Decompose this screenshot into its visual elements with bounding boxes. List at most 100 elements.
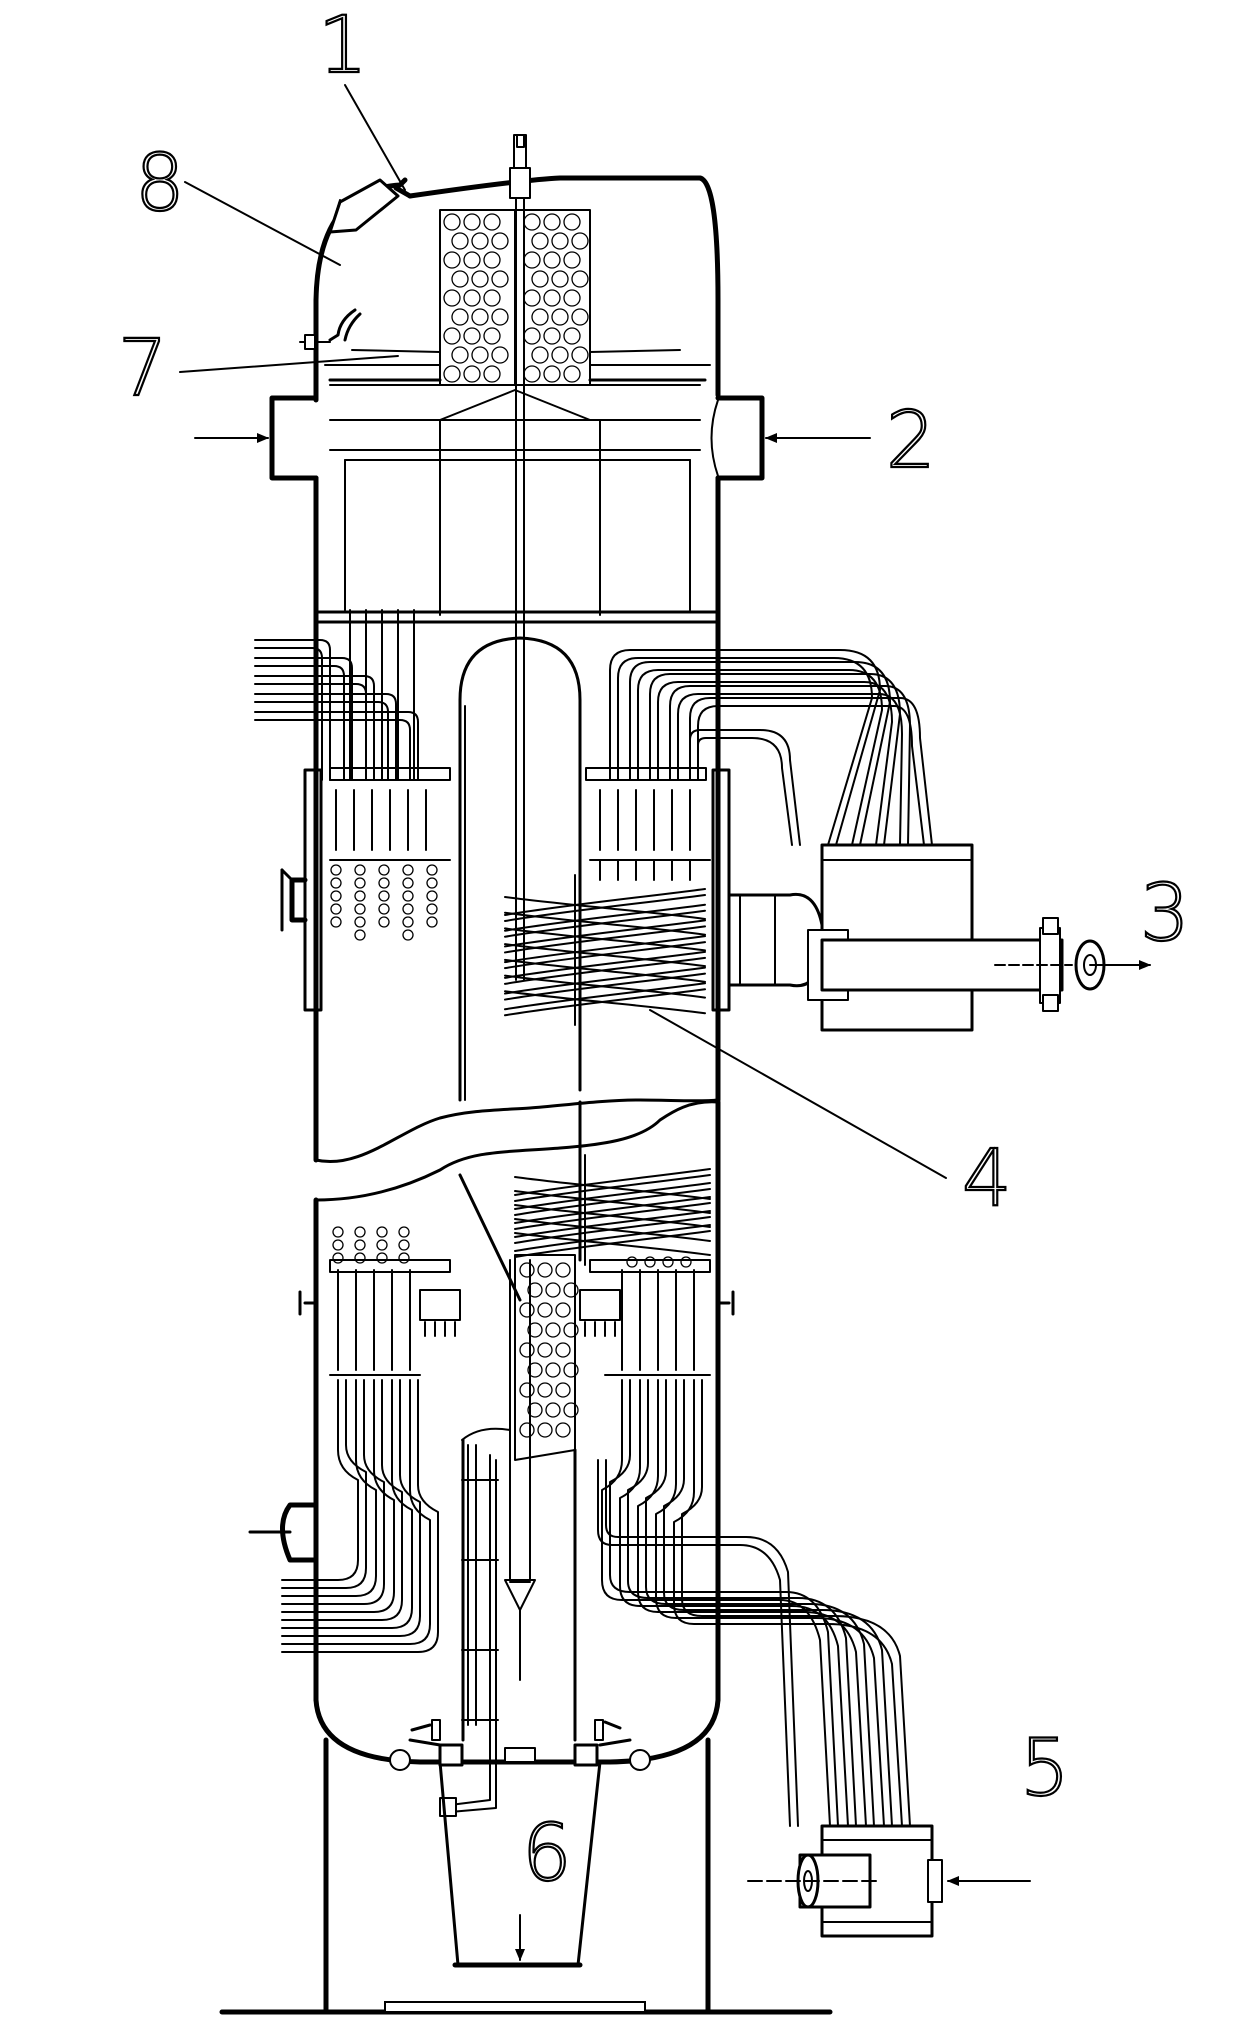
coil-turn [514,1196,711,1224]
coil-turn [514,1190,711,1214]
bottom-collection-pot [438,1743,602,1968]
tube-bundle-left-upper [254,609,419,781]
coil-turn [504,911,706,936]
perforation-hole [523,327,541,345]
bead [398,1239,410,1251]
callout-8: 8 [135,139,185,229]
perforation-hole [483,289,501,307]
perforation-hole [483,327,501,345]
bead [354,1252,366,1264]
bead [354,877,366,889]
perforation-hole [555,1382,571,1398]
tube-bundle-left-lower [281,1379,439,1653]
perforation-hole [563,289,581,307]
coil-turn [514,1168,711,1196]
bead [354,890,366,902]
perforation-hole [537,1262,553,1278]
tube [254,675,375,781]
perforation-hole [551,346,569,364]
bead [426,916,438,928]
bead [354,903,366,915]
bead [332,1252,344,1264]
perforation-hole [555,1342,571,1358]
tube [254,639,331,781]
bead-chains-upper [330,864,438,941]
bead [378,890,390,902]
perforation-hole [571,346,589,364]
bead [354,929,366,941]
bead [330,890,342,902]
bead [398,1226,410,1238]
perforation-hole [443,251,461,269]
perforation-hole [463,251,481,269]
tube [597,1459,791,1827]
perforation-hole [471,270,489,288]
perforation-hole [463,289,481,307]
coil-turn [504,950,706,979]
tube-stubs-lower [337,1269,695,1371]
coil-turn [514,1204,711,1228]
perforation-hole [545,1282,561,1298]
perforation-hole [555,1302,571,1318]
coil-turn [504,935,706,964]
perforation-hole [563,1282,579,1298]
callout-7: 7 [118,324,168,414]
helical-coil-lower [514,1154,711,1266]
perforated-holes-top [443,213,589,383]
coil-turn [504,896,706,920]
callout-3: 3 [1140,869,1190,959]
callout-6: 6 [522,1809,572,1899]
tube [281,1379,413,1629]
callout-5: 5 [1020,1724,1070,1814]
bead [644,1256,656,1268]
coil-turn [514,1176,711,1200]
coil-turn [504,943,706,968]
perforation-hole [483,213,501,231]
perforation-hole [491,346,509,364]
bead [398,1252,410,1264]
bead [354,1239,366,1251]
perforation-hole [543,289,561,307]
bead [330,877,342,889]
tube-stubs-upper [335,789,691,881]
perforation-hole [483,365,501,383]
perforation-hole [563,213,581,231]
bead-chains-lower [332,1226,692,1268]
bead [376,1226,388,1238]
perforation-hole [451,346,469,364]
perforation-hole [471,232,489,250]
coil-turn [514,1210,711,1238]
tube [663,1379,893,1827]
perforation-hole [555,1262,571,1278]
perforation-hole [451,308,469,326]
lower-tube-sheet [298,1259,735,1376]
perforation-hole [463,365,481,383]
perforation-hole [537,1342,553,1358]
bead [330,864,342,876]
tube [281,1379,359,1581]
bead [426,890,438,902]
callout-leaders [179,84,947,1179]
perforation-hole [537,1382,553,1398]
top-side-nozzle [299,308,362,350]
tube [281,1379,431,1645]
perforation-hole [463,213,481,231]
perforation-hole [519,1422,535,1438]
perforation-hole [491,308,509,326]
perforation-hole [545,1402,561,1418]
bead [402,864,414,876]
perforation-hole [451,270,469,288]
perforation-hole [545,1362,561,1378]
perforation-hole [443,213,461,231]
side-nozzle-left-upper [280,868,308,932]
tube [677,693,903,846]
perforation-hole [545,1322,561,1338]
perforation-hole [471,308,489,326]
tube [281,1379,421,1637]
upper-tube-sheet [303,767,731,1012]
tube [281,1379,403,1621]
tube [254,719,411,781]
side-nozzle-left-lower [248,1502,319,1563]
coil-turn [504,903,706,932]
